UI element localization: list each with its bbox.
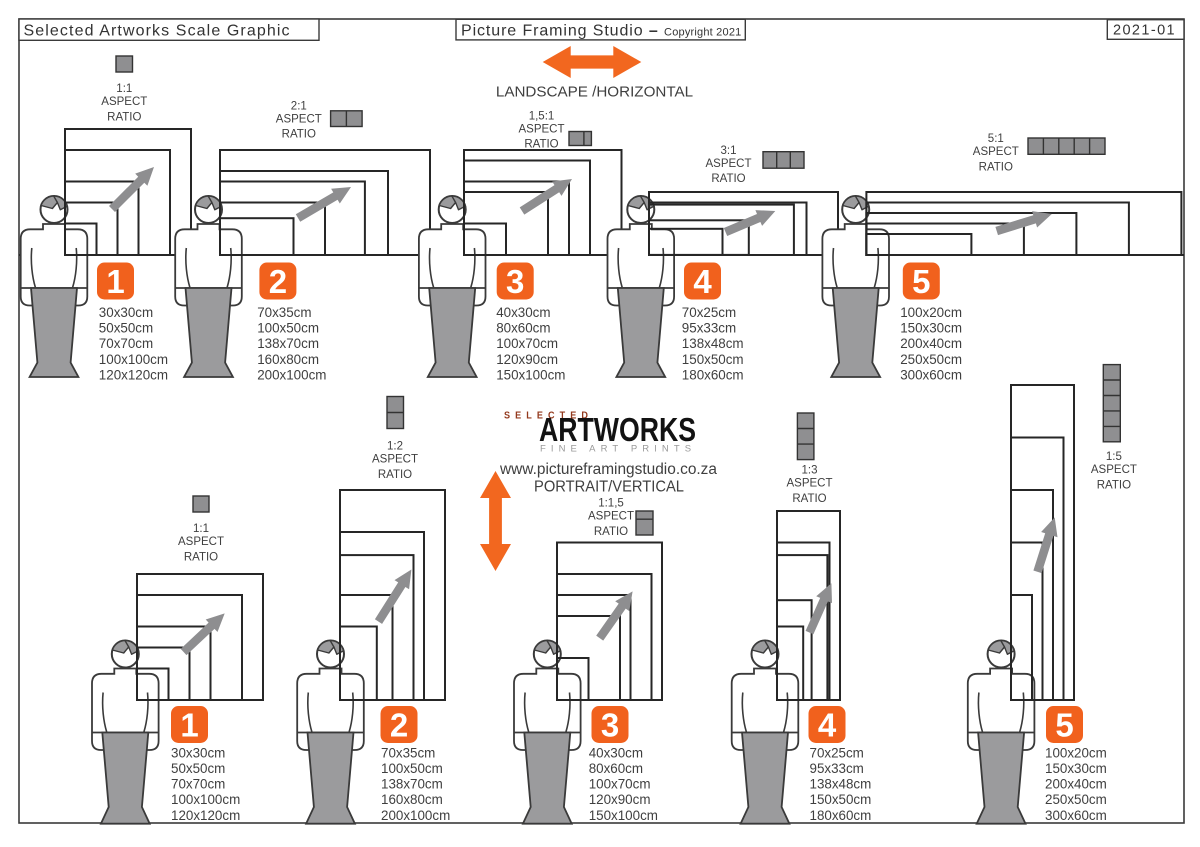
svg-text:2:1: 2:1 (291, 100, 307, 112)
svg-text:RATIO: RATIO (594, 526, 628, 538)
svg-text:300x60cm: 300x60cm (1045, 808, 1107, 823)
svg-text:RATIO: RATIO (1097, 480, 1131, 492)
svg-text:ASPECT: ASPECT (1091, 464, 1137, 476)
svg-text:ASPECT: ASPECT (276, 113, 322, 125)
svg-text:2: 2 (269, 263, 287, 300)
svg-text:5: 5 (912, 263, 930, 300)
svg-text:40x30cm: 40x30cm (496, 305, 550, 320)
svg-text:120x120cm: 120x120cm (171, 808, 240, 823)
svg-text:50x50cm: 50x50cm (171, 761, 225, 776)
svg-text:120x120cm: 120x120cm (99, 367, 168, 382)
svg-text:150x50cm: 150x50cm (682, 352, 744, 367)
svg-text:1:2: 1:2 (387, 441, 403, 453)
svg-text:120x90cm: 120x90cm (496, 352, 558, 367)
svg-text:80x60cm: 80x60cm (589, 761, 643, 776)
svg-text:150x50cm: 150x50cm (810, 792, 872, 807)
svg-text:120x90cm: 120x90cm (589, 792, 651, 807)
svg-text:2021-01: 2021-01 (1113, 23, 1176, 39)
svg-text:150x30cm: 150x30cm (900, 321, 962, 336)
svg-text:RATIO: RATIO (979, 161, 1013, 173)
svg-text:FINE ART PRINTS: FINE ART PRINTS (540, 444, 696, 455)
svg-text:ASPECT: ASPECT (786, 478, 832, 490)
svg-text:5:1: 5:1 (988, 133, 1004, 145)
svg-text:30x30cm: 30x30cm (171, 746, 225, 761)
svg-text:80x60cm: 80x60cm (496, 321, 550, 336)
svg-text:ASPECT: ASPECT (973, 146, 1019, 158)
svg-text:95x33cm: 95x33cm (682, 321, 736, 336)
svg-text:100x20cm: 100x20cm (1045, 746, 1107, 761)
svg-text:1:1: 1:1 (193, 523, 209, 535)
svg-text:3: 3 (506, 263, 524, 300)
svg-text:250x50cm: 250x50cm (1045, 792, 1107, 807)
svg-text:1:1: 1:1 (116, 83, 132, 95)
svg-text:1: 1 (180, 707, 198, 744)
svg-text:ASPECT: ASPECT (518, 123, 564, 135)
svg-text:100x20cm: 100x20cm (900, 305, 962, 320)
svg-text:70x70cm: 70x70cm (99, 336, 153, 351)
svg-text:100x50cm: 100x50cm (381, 761, 443, 776)
svg-text:70x70cm: 70x70cm (171, 777, 225, 792)
svg-text:138x70cm: 138x70cm (257, 336, 319, 351)
svg-text:ARTWORKS: ARTWORKS (539, 411, 696, 448)
svg-text:RATIO: RATIO (711, 173, 745, 185)
svg-text:138x70cm: 138x70cm (381, 777, 443, 792)
svg-text:1:3: 1:3 (802, 465, 818, 477)
svg-text:200x40cm: 200x40cm (1045, 777, 1107, 792)
svg-text:200x40cm: 200x40cm (900, 336, 962, 351)
svg-text:RATIO: RATIO (282, 129, 316, 141)
svg-text:100x70cm: 100x70cm (589, 777, 651, 792)
svg-text:100x100cm: 100x100cm (99, 352, 168, 367)
svg-text:70x35cm: 70x35cm (257, 305, 311, 320)
svg-text:ASPECT: ASPECT (372, 454, 418, 466)
svg-text:4: 4 (818, 707, 837, 744)
svg-text:www.pictureframingstudio.co.za: www.pictureframingstudio.co.za (499, 461, 717, 478)
svg-text:1: 1 (106, 263, 124, 300)
svg-text:160x80cm: 160x80cm (381, 792, 443, 807)
svg-text:150x100cm: 150x100cm (589, 808, 658, 823)
svg-text:1:1,5: 1:1,5 (598, 498, 624, 510)
svg-text:100x50cm: 100x50cm (257, 321, 319, 336)
svg-text:3:1: 3:1 (721, 145, 737, 157)
svg-text:138x48cm: 138x48cm (682, 336, 744, 351)
svg-text:100x100cm: 100x100cm (171, 792, 240, 807)
svg-text:ASPECT: ASPECT (588, 511, 634, 523)
svg-text:Selected Artworks Scale Graphi: Selected Artworks Scale Graphic (24, 23, 291, 40)
svg-text:200x100cm: 200x100cm (381, 808, 450, 823)
svg-text:180x60cm: 180x60cm (682, 367, 744, 382)
svg-text:70x35cm: 70x35cm (381, 746, 435, 761)
svg-text:40x30cm: 40x30cm (589, 746, 643, 761)
svg-text:RATIO: RATIO (107, 111, 141, 123)
svg-text:RATIO: RATIO (792, 493, 826, 505)
svg-text:300x60cm: 300x60cm (900, 367, 962, 382)
svg-text:3: 3 (601, 707, 619, 744)
svg-text:138x48cm: 138x48cm (810, 777, 872, 792)
svg-text:ASPECT: ASPECT (705, 158, 751, 170)
svg-text:5: 5 (1055, 707, 1073, 744)
svg-text:ASPECT: ASPECT (178, 536, 224, 548)
svg-text:2: 2 (390, 707, 408, 744)
svg-text:RATIO: RATIO (184, 551, 218, 563)
svg-text:70x25cm: 70x25cm (682, 305, 736, 320)
svg-text:100x70cm: 100x70cm (496, 336, 558, 351)
svg-text:SELECTED: SELECTED (504, 411, 593, 422)
svg-text:200x100cm: 200x100cm (257, 367, 326, 382)
svg-text:1:5: 1:5 (1106, 451, 1122, 463)
svg-text:1,5:1: 1,5:1 (529, 110, 555, 122)
svg-text:50x50cm: 50x50cm (99, 321, 153, 336)
svg-text:150x100cm: 150x100cm (496, 367, 565, 382)
svg-text:70x25cm: 70x25cm (810, 746, 864, 761)
svg-text:150x30cm: 150x30cm (1045, 761, 1107, 776)
svg-text:30x30cm: 30x30cm (99, 305, 153, 320)
svg-text:4: 4 (693, 263, 712, 300)
svg-text:RATIO: RATIO (524, 139, 558, 151)
svg-text:250x50cm: 250x50cm (900, 352, 962, 367)
svg-text:180x60cm: 180x60cm (810, 808, 872, 823)
svg-text:LANDSCAPE /HORIZONTAL: LANDSCAPE /HORIZONTAL (496, 84, 693, 101)
svg-text:Picture Framing Studio – Copyr: Picture Framing Studio – Copyright 2021 (461, 22, 741, 39)
svg-text:95x33cm: 95x33cm (810, 761, 864, 776)
svg-text:160x80cm: 160x80cm (257, 352, 319, 367)
svg-text:ASPECT: ASPECT (101, 96, 147, 108)
svg-text:RATIO: RATIO (378, 469, 412, 481)
svg-text:PORTRAIT/VERTICAL: PORTRAIT/VERTICAL (534, 479, 684, 496)
